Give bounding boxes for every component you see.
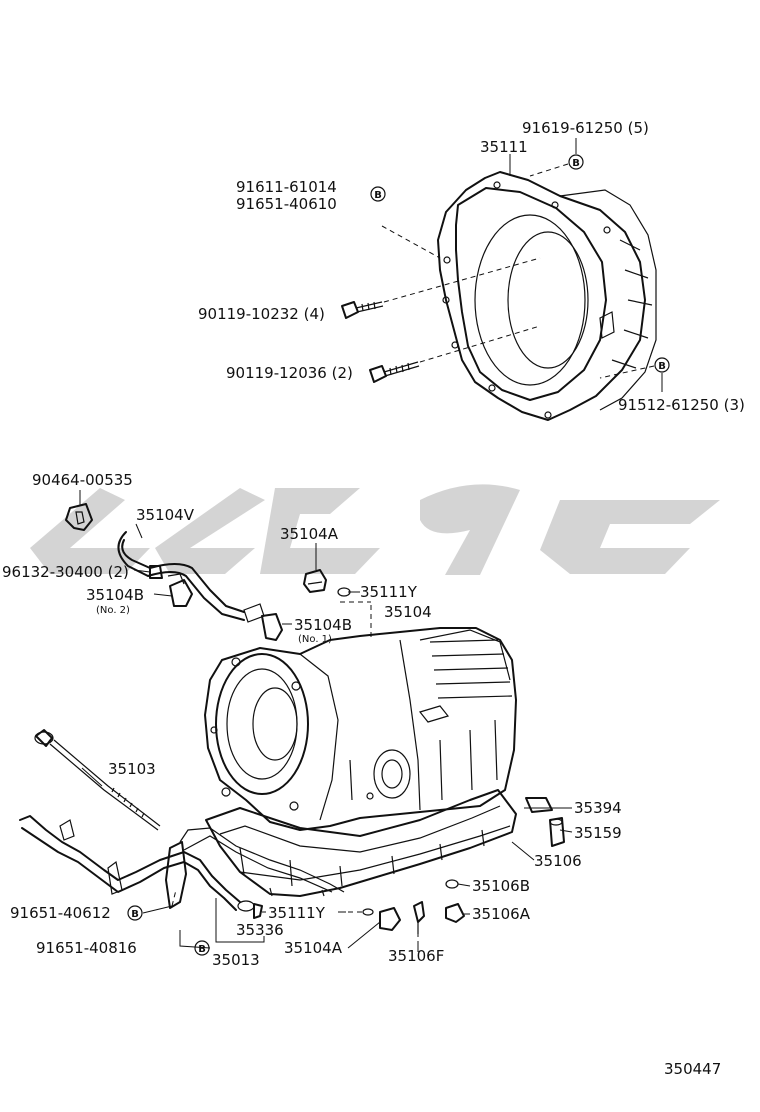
label-91611-61014: 91611-61014 [236,178,337,196]
bell-housing [437,171,657,421]
circled-b-91651-40612: B [127,905,143,921]
label-35106B: 35106B [472,877,530,895]
label-35159: 35159 [574,824,622,842]
label-35336: 35336 [236,921,284,939]
svg-text:B: B [658,361,666,372]
bolt-90119-10232 [341,257,541,319]
label-35104V: 35104V [136,506,195,524]
label-no2: (No. 2) [96,605,130,616]
transmission-case [204,601,517,831]
oil-filler-tube [19,815,345,912]
label-35111Y-top: 35111Y [360,583,418,601]
svg-text:B: B [374,190,382,201]
label-91651-40816: 91651-40816 [36,939,137,957]
union-35104b-no2 [167,573,193,607]
label-90119-10232: 90119-10232 (4) [198,305,325,323]
label-35106: 35106 [534,852,582,870]
circled-b-symbols: B B B B B [127,154,670,956]
label-91651-40612: 91651-40612 [10,904,111,922]
label-91651-40610: 91651-40610 [236,195,337,213]
clip-90464 [65,503,93,531]
label-91512-61250: 91512-61250 (3) [618,396,745,414]
label-35103: 35103 [108,760,156,778]
svg-text:B: B [572,158,580,169]
label-no1: (No. 1) [298,634,332,645]
label-35394: 35394 [574,799,622,817]
watermark [30,484,720,575]
oil-pan [205,789,517,897]
diagram-code: 350447 [664,1060,721,1078]
label-35104B-no1: 35104B [294,616,352,634]
label-35106A: 35106A [472,905,531,923]
label-96132-30400: 96132-30400 (2) [2,563,129,581]
circled-b-91512: B [654,357,670,373]
label-35104: 35104 [384,603,432,621]
label-35013: 35013 [212,951,260,969]
leader-lines [79,138,663,952]
label-90119-12036: 90119-12036 (2) [226,364,353,382]
label-35111Y-bot: 35111Y [268,904,326,922]
svg-text:B: B [198,944,206,955]
svg-text:B: B [131,909,139,920]
label-35104A-top: 35104A [280,525,339,543]
label-35104A-bot: 35104A [284,939,343,957]
circled-b-91619: B [568,154,584,170]
circled-b-91611: B [370,186,386,202]
breather-hose [117,531,245,621]
union-35104b-no1 [243,603,283,641]
plug-35104a-top [303,569,327,593]
label-35104B-no2: 35104B [86,586,144,604]
dipstick [34,729,161,831]
callout-labels: 91619-61250 (5) 35111 91611-61014 91651-… [2,119,745,1078]
label-35111: 35111 [480,138,528,156]
label-91619-61250: 91619-61250 (5) [522,119,649,137]
label-35106F: 35106F [388,947,444,965]
bolt-90119-12036 [369,325,541,383]
label-90464-00535: 90464-00535 [32,471,133,489]
